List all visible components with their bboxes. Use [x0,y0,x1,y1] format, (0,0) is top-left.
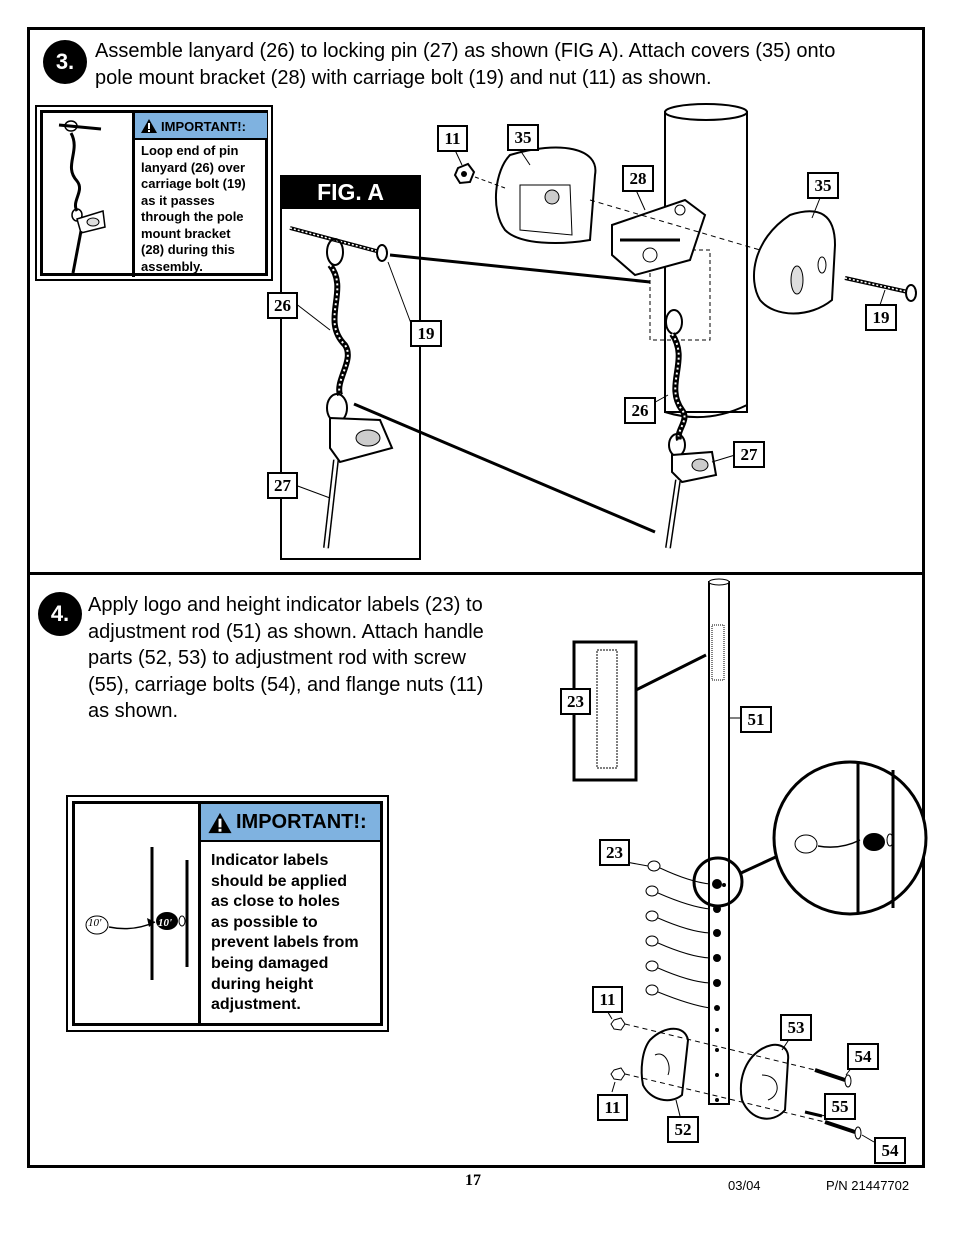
callout-54-bottom: 54 [874,1137,906,1164]
callout-19-right: 19 [865,304,897,331]
warning-icon [141,119,157,133]
callout-26-main: 26 [624,397,656,424]
callout-28: 28 [622,165,654,192]
callout-35-left: 35 [507,124,539,151]
section-divider [27,572,925,575]
label-sample-outline: 10' [88,917,102,929]
step-3-instructions: Assemble lanyard (26) to locking pin (27… [95,38,925,92]
callout-11-top: 11 [592,986,623,1013]
step-3-text-line2: pole mount bracket (28) with carriage bo… [95,67,712,89]
step-3-number: 3. [43,40,87,84]
revision-date: 03/04 [728,1178,761,1193]
step-4-important-header: IMPORTANT!: [201,804,380,841]
callout-11-step3: 11 [437,125,468,152]
fig-a-label: FIG. A [280,175,421,209]
callout-52: 52 [667,1116,699,1143]
step-4-important-text: Indicator labels should be applied as cl… [211,852,359,1014]
callout-11-bottom: 11 [597,1094,628,1121]
step-4-number: 4. [38,592,82,636]
step-3-important-header: IMPORTANT!: [135,113,267,139]
callout-35-right: 35 [807,172,839,199]
step-3-important-box: IMPORTANT!: Loop end of pin lanyard (26)… [35,105,273,281]
label-placement-illustration [85,847,189,980]
callout-23-logo: 23 [560,688,591,715]
page-frame [27,27,925,1168]
mini-lanyard-illustration [58,120,106,274]
callout-27-main: 27 [733,441,765,468]
callout-19-fig-a: 19 [410,320,442,347]
callout-54-top: 54 [847,1043,879,1070]
warning-icon [208,812,232,833]
label-sample-applied: 10' [158,917,173,929]
step-3-important-text: Loop end of pin lanyard (26) over carria… [141,143,246,274]
part-number: P/N 21447702 [826,1178,910,1193]
step-3-text-line1: Assemble lanyard (26) to locking pin (27… [95,40,836,62]
step-4-instructions: Apply logo and height indicator labels (… [88,594,484,722]
page-number: 17 [465,1172,481,1189]
step-3-illustration [289,103,917,549]
callout-51: 51 [740,706,772,733]
callout-55: 55 [824,1093,856,1120]
step-4-important-box: IMPORTANT!: Indicator labels should be a… [66,795,389,1032]
step-4-important-title: IMPORTANT!: [236,811,367,833]
callout-27-fig-a: 27 [267,472,298,499]
step-3-important-title: IMPORTANT!: [161,118,246,134]
callout-26-fig-a: 26 [267,292,298,319]
callout-23-indicator: 23 [599,839,630,866]
callout-53: 53 [780,1014,812,1041]
